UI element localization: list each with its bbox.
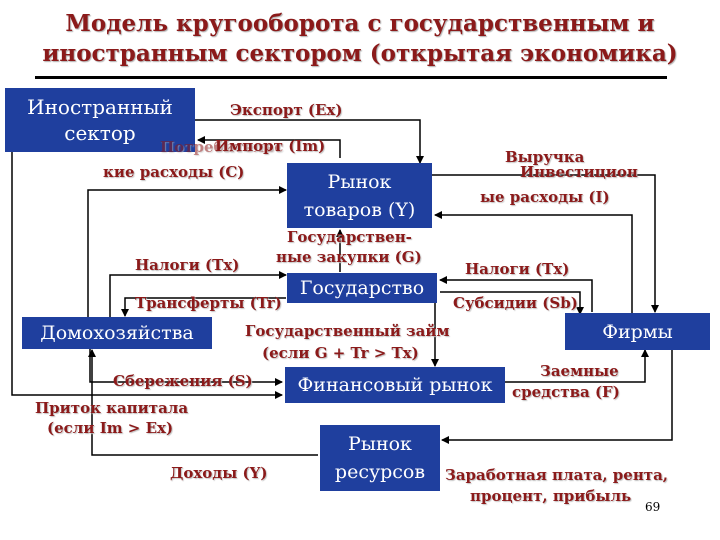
capital-inflow-arrow <box>11 150 283 399</box>
foreign-sector-label-1: Иностранный <box>27 95 173 119</box>
borrowed-funds-label-2: средства (F) <box>512 383 620 401</box>
borrowed-funds-arrow <box>502 349 649 383</box>
taxes-firms-label: Налоги (Tx) <box>465 260 570 278</box>
households-label: Домохозяйства <box>40 322 194 344</box>
firms-box: Фирмы <box>565 313 710 350</box>
goods-market-box: Рынок товаров (Y) <box>287 163 432 228</box>
investment-label-1: Инвестицион <box>520 163 638 181</box>
goods-market-label-2: товаров (Y) <box>303 198 416 221</box>
households-box: Домохозяйства <box>22 317 212 349</box>
title-underline <box>35 76 667 79</box>
foreign-sector-label-2: сектор <box>64 121 136 145</box>
government-box: Государство <box>287 273 437 303</box>
income-arrow <box>88 349 318 456</box>
savings-label: Сбережения (S) <box>113 372 253 390</box>
consumer-spending-arrow <box>87 186 287 318</box>
factor-payments-label-2: процент, прибыль <box>470 487 632 505</box>
resource-market-box: Рынок ресурсов <box>320 425 440 491</box>
title-line-2: иностранным сектором (открытая экономика… <box>42 40 678 67</box>
government-label: Государство <box>299 277 425 299</box>
subsidies-label: Субсидии (Sb) <box>453 294 578 312</box>
capital-inflow-label-2: (если Im > Ex) <box>47 419 174 437</box>
export-arrow <box>195 119 424 164</box>
financial-market-box: Финансовый рынок <box>285 367 505 403</box>
taxes-firms-arrow <box>439 276 593 312</box>
consumer-spending-partial-label: Потребительс <box>160 138 284 156</box>
gov-purchases-label-2: ные закупки (G) <box>276 248 422 266</box>
goods-market-label-1: Рынок <box>327 170 392 193</box>
public-debt-label-1: Государственный займ <box>245 322 450 340</box>
consumer-spending-label: кие расходы (C) <box>103 163 245 181</box>
transfers-label: Трансферты (Tr) <box>135 294 282 312</box>
savings-arrow <box>89 348 283 386</box>
revenue-label: Выручка <box>505 148 585 166</box>
taxes-households-arrow <box>109 271 287 318</box>
capital-inflow-label-1: Приток капитала <box>35 399 189 417</box>
export-label: Экспорт (Ex) <box>230 101 343 119</box>
factor-payments-arrow <box>441 350 673 444</box>
financial-market-label: Финансовый рынок <box>297 374 493 396</box>
revenue-arrow <box>432 174 659 313</box>
factor-payments-label-1: Заработная плата, рента, <box>445 466 669 484</box>
income-label: Доходы (Y) <box>170 464 268 482</box>
import-arrow <box>197 136 341 158</box>
resource-market-label-2: ресурсов <box>334 461 426 483</box>
subsidies-arrow <box>440 291 584 315</box>
transfers-arrow <box>121 297 286 317</box>
resource-market-label-1: Рынок <box>348 433 412 455</box>
title-line-1: Модель кругооборота с государственным и <box>65 10 655 37</box>
public-debt-label-2: (если G + Tr > Tx) <box>262 344 419 362</box>
gov-purchases-label-1: Государствен- <box>287 228 412 246</box>
investment-label-2: ые расходы (I) <box>480 188 610 206</box>
import-label: Импорт (Im) <box>215 137 326 155</box>
firms-label: Фирмы <box>602 320 673 343</box>
investment-arrow <box>434 211 633 315</box>
page-number: 69 <box>645 500 661 514</box>
taxes-households-label: Налоги (Tx) <box>135 256 240 274</box>
borrowed-funds-label-1: Заемные <box>540 362 619 380</box>
